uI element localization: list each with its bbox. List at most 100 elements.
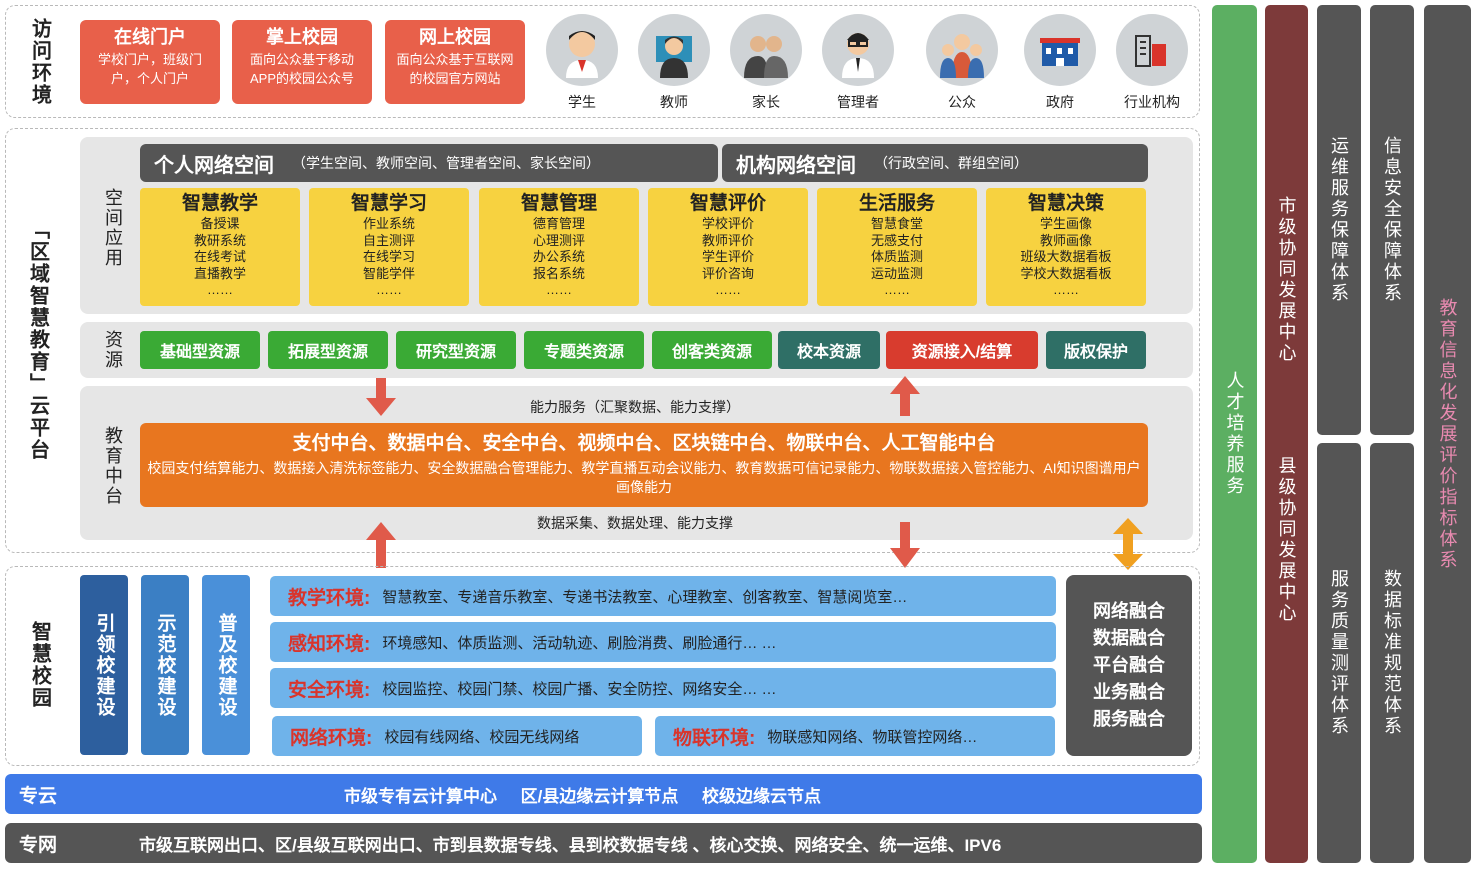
cloud-label: 专云 — [19, 785, 58, 807]
env-row[interactable]: 感知环境:环境感知、体质监测、活动轨迹、刷脸消费、刷脸通行… … — [270, 622, 1056, 662]
resource-button[interactable]: 校本资源 — [778, 331, 880, 369]
student-icon — [546, 14, 618, 86]
app-item: …… — [376, 282, 402, 297]
user-name: 家长 — [752, 94, 780, 110]
user-name: 管理者 — [837, 94, 879, 110]
build-leading-button[interactable]: 引领校建设 — [80, 575, 128, 755]
env-row[interactable]: 安全环境:校园监控、校园门禁、校园广播、安全防控、网络安全… … — [270, 668, 1056, 708]
app-title: 智慧教学 — [181, 193, 258, 214]
app-item: 报名系统 — [532, 265, 585, 281]
resource-button[interactable]: 版权保护 — [1046, 331, 1146, 369]
teacher-icon — [638, 14, 710, 86]
app-item: 智慧食堂 — [870, 216, 923, 231]
app-item: 教师画像 — [1039, 232, 1092, 248]
app-card[interactable]: 智慧学习作业系统自主测评在线学习智能学伴…… — [309, 188, 469, 306]
arrow-down-icon — [890, 522, 920, 568]
fusion-item: 网络融合 — [1093, 601, 1165, 621]
env-text: 校园有线网络、校园无线网络 — [384, 728, 580, 746]
user-government: 政府 — [1020, 14, 1100, 112]
portal-web[interactable]: 网上校园 面向公众基于互联网的校园官方网站 — [385, 20, 525, 104]
portal-title: 掌上校园 — [266, 27, 338, 47]
security-column: 信息安全保障体系 — [1370, 5, 1414, 435]
app-card[interactable]: 智慧教学备授课教研系统在线考试直播教学…… — [140, 188, 300, 306]
app-title: 智慧管理 — [520, 193, 597, 214]
portal-online[interactable]: 在线门户 学校门户，班级门户，个人门户 — [80, 20, 220, 104]
app-item: 心理测评 — [532, 232, 585, 248]
double-arrow-icon — [1113, 518, 1143, 570]
personal-space-title: 个人网络空间 — [154, 154, 274, 177]
resource-button[interactable]: 创客类资源 — [652, 331, 772, 369]
app-item: 无感支付 — [870, 232, 923, 248]
space-label: 空间应用 — [103, 187, 123, 268]
app-item: 在线考试 — [193, 249, 246, 264]
platform-label: 「区域智慧教育」云平台 — [26, 219, 49, 461]
app-card[interactable]: 智慧评价学校评价教师评价学生评价评价咨询…… — [648, 188, 808, 306]
env-key: 安全环境: — [288, 679, 371, 701]
personal-space-bar[interactable]: 个人网络空间 （学生空间、教师空间、管理者空间、家长空间） — [140, 144, 718, 182]
app-card[interactable]: 智慧管理德育管理心理测评办公系统报名系统…… — [479, 188, 639, 306]
app-item: 教师评价 — [701, 232, 754, 248]
org-space-bar[interactable]: 机构网络空间 （行政空间、群组空间） — [722, 144, 1148, 182]
app-card[interactable]: 生活服务智慧食堂无感支付体质监测运动监测…… — [817, 188, 977, 306]
env-key: 感知环境: — [288, 633, 371, 655]
app-item: 教研系统 — [193, 232, 246, 248]
campus-label: 智慧校园 — [28, 621, 51, 709]
user-public: 公众 — [922, 14, 1002, 112]
app-item: 备授课 — [200, 216, 240, 231]
app-item: 办公系统 — [532, 249, 585, 264]
env-row-iot[interactable]: 物联环境: 物联感知网络、物联管控网络… — [655, 716, 1055, 756]
env-key: 教学环境: — [288, 587, 371, 609]
user-name: 公众 — [948, 94, 976, 110]
app-item: 学生画像 — [1039, 216, 1092, 231]
cloud-bar: 专云 市级专有云计算中心 区/县边缘云计算节点 校级边缘云节点 — [5, 774, 1202, 814]
app-item: 作业系统 — [362, 216, 415, 231]
user-manager: 管理者 — [818, 14, 898, 112]
resource-button[interactable]: 基础型资源 — [140, 331, 260, 369]
access-section — [5, 5, 1200, 118]
app-title: 生活服务 — [858, 193, 935, 214]
app-item: 体质监测 — [870, 249, 923, 264]
resource-button[interactable]: 研究型资源 — [396, 331, 516, 369]
middle-label: 教育中台 — [103, 425, 123, 506]
org-space-title: 机构网络空间 — [736, 154, 856, 177]
middle-title: 支付中台、数据中台、安全中台、视频中台、区块链中台、物联中台、人工智能中台 — [292, 433, 996, 454]
app-item: …… — [884, 282, 910, 297]
network-bar: 专网 市级互联网出口、区/县级互联网出口、市到县数据专线、县到校数据专线 、核心… — [5, 823, 1202, 863]
build-popular-button[interactable]: 普及校建设 — [202, 575, 250, 755]
app-item: …… — [546, 282, 572, 297]
fusion-item: 数据融合 — [1093, 628, 1165, 648]
portal-mobile[interactable]: 掌上校园 面向公众基于移动APP的校园公众号 — [232, 20, 372, 104]
resource-label: 资源 — [103, 330, 123, 370]
build-demo-button[interactable]: 示范校建设 — [141, 575, 189, 755]
env-key: 物联环境: — [673, 727, 756, 749]
user-teacher: 教师 — [634, 14, 714, 112]
app-card[interactable]: 智慧决策学生画像教师画像班级大数据看板学校大数据看板…… — [986, 188, 1146, 306]
resource-button[interactable]: 资源接入/结算 — [886, 331, 1038, 369]
portal-desc: 面向公众基于互联网的校园官方网站 — [396, 52, 514, 86]
env-row-network[interactable]: 网络环境: 校园有线网络、校园无线网络 — [272, 716, 642, 756]
cloud-text: 市级专有云计算中心 区/县边缘云计算节点 校级边缘云节点 — [344, 786, 821, 806]
middle-bottom-note: 数据采集、数据处理、能力支撑 — [537, 515, 733, 531]
app-title: 智慧决策 — [1027, 193, 1104, 214]
ops-column: 运维服务保障体系 — [1317, 5, 1361, 435]
fusion-item: 平台融合 — [1093, 655, 1165, 675]
app-title: 智慧学习 — [350, 193, 427, 214]
arrow-up-icon — [366, 522, 396, 568]
portal-title: 在线门户 — [114, 27, 186, 47]
app-item: 在线学习 — [362, 249, 415, 264]
arrow-up-icon — [890, 376, 920, 416]
arrow-down-icon — [366, 378, 396, 416]
middle-desc: 校园支付结算能力、数据接入清洗标签能力、安全数据融合管理能力、教学直播互动会议能… — [147, 460, 1141, 495]
fusion-item: 业务融合 — [1093, 682, 1165, 702]
user-name: 政府 — [1046, 94, 1074, 110]
app-item: …… — [1053, 282, 1079, 297]
access-label: 访问环境 — [28, 17, 51, 106]
app-item: …… — [715, 282, 741, 297]
env-row[interactable]: 教学环境:智慧教室、专递音乐教室、专递书法教室、心理教室、创客教室、智慧阅览室… — [270, 576, 1056, 616]
resource-button[interactable]: 拓展型资源 — [268, 331, 388, 369]
personal-space-sub: （学生空间、教师空间、管理者空间、家长空间） — [292, 155, 600, 171]
app-item: 学生评价 — [701, 249, 754, 264]
resource-button[interactable]: 专题类资源 — [524, 331, 644, 369]
fusion-box: 网络融合数据融合平台融合业务融合服务融合 — [1066, 575, 1192, 756]
app-item: 德育管理 — [532, 216, 585, 231]
